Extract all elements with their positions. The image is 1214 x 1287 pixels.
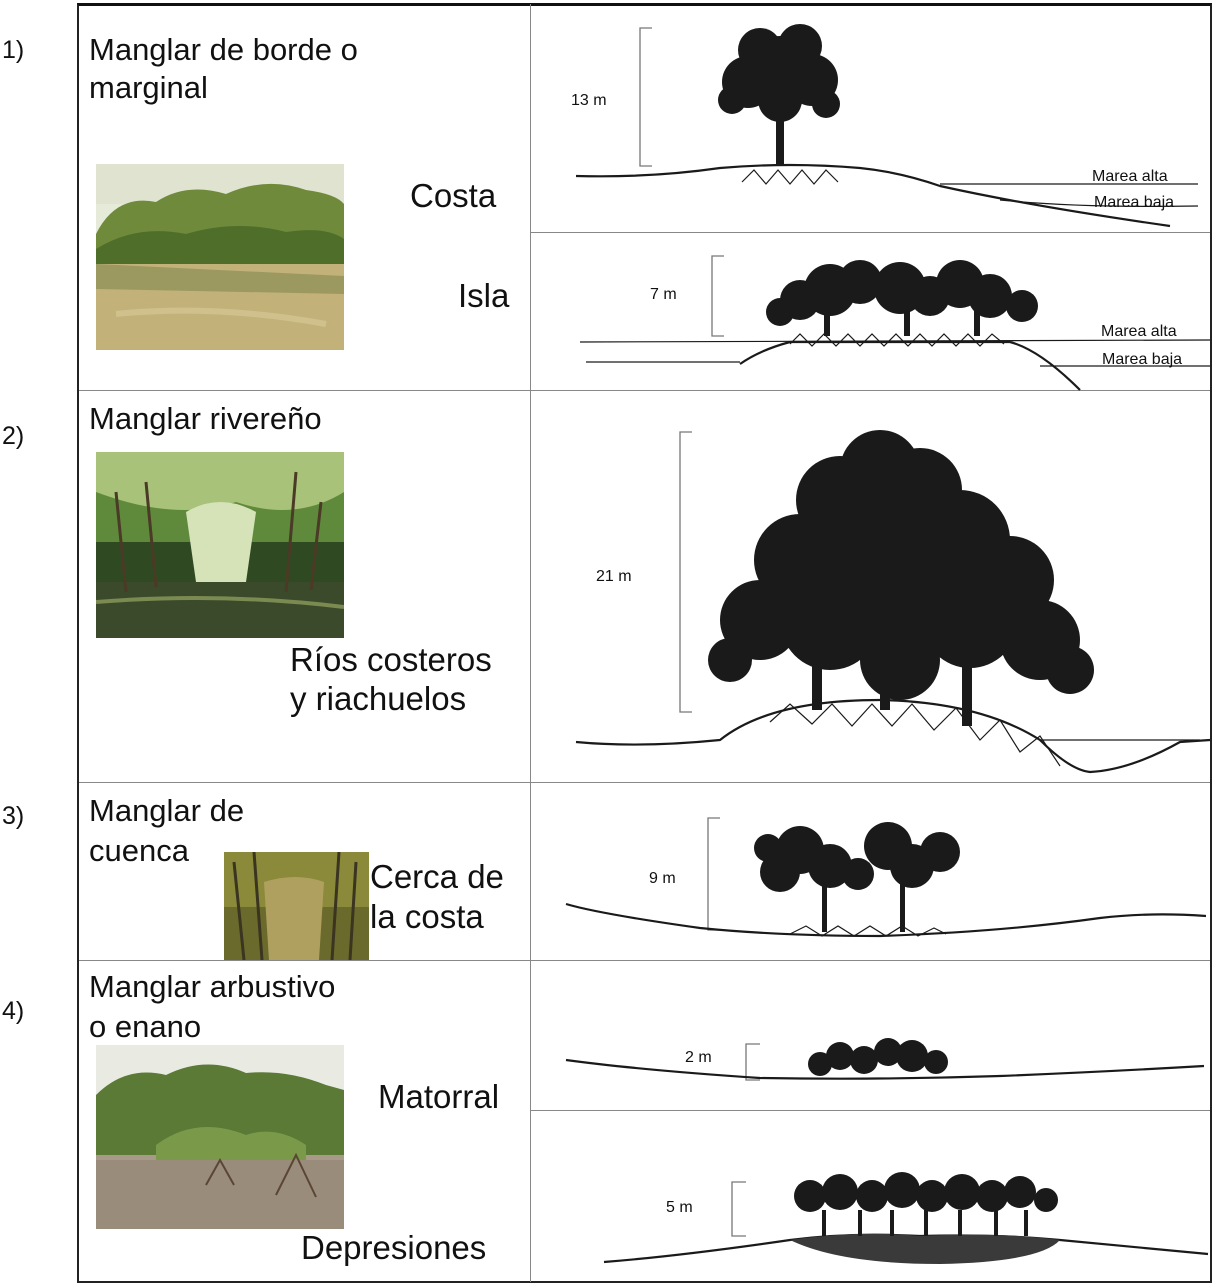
matorral-height-label: 2 m: [685, 1049, 712, 1066]
row-number-3: 3): [2, 802, 25, 830]
sub-divider-costa-isla: [531, 232, 1210, 233]
costa-height-label: 13 m: [571, 92, 607, 109]
row-4-title-line2: o enano: [89, 1009, 202, 1044]
row-2-label-line2: y riachuelos: [290, 680, 467, 717]
depresiones-height-label: 5 m: [666, 1199, 693, 1216]
row-1-title-line2: marginal: [89, 70, 208, 105]
basin-mangrove-photo: [224, 852, 369, 960]
costa-label: Costa: [410, 177, 497, 214]
column-divider: [530, 4, 531, 1282]
fringe-mangrove-photo: [96, 164, 344, 350]
row-3-title-line1: Manglar de: [89, 793, 245, 828]
mangrove-types-table: [77, 3, 1212, 1283]
matorral-label: Matorral: [378, 1078, 500, 1115]
isla-high-tide-label: Marea alta: [1101, 323, 1177, 340]
sub-divider-matorral-depresiones: [531, 1110, 1210, 1111]
row-1-title-line1: Manglar de borde o: [89, 32, 358, 67]
depresiones-label: Depresiones: [301, 1229, 487, 1266]
basin-height-label: 9 m: [649, 870, 676, 887]
riverine-mangrove-photo: [96, 452, 344, 638]
riverine-height-label: 21 m: [596, 568, 632, 585]
row-3-title-line2: cuenca: [89, 833, 189, 868]
row-number-2: 2): [2, 422, 25, 450]
row-number-1: 1): [2, 36, 25, 64]
row-number-4: 4): [2, 997, 25, 1025]
scrub-mangrove-photo: [96, 1045, 344, 1229]
costa-low-tide-label: Marea baja: [1094, 194, 1175, 211]
row-divider-1: [79, 390, 1210, 391]
row-2-label-line1: Ríos costeros: [290, 641, 492, 678]
costa-high-tide-label: Marea alta: [1092, 168, 1168, 185]
row-divider-2: [79, 782, 1210, 783]
row-4-title-line1: Manglar arbustivo: [89, 969, 336, 1004]
row-2-title: Manglar rivereño: [89, 401, 322, 436]
row-3-label-line1: Cerca de: [370, 858, 504, 895]
isla-label: Isla: [458, 277, 510, 314]
row-3-label-line2: la costa: [370, 898, 484, 935]
isla-low-tide-label: Marea baja: [1102, 351, 1183, 368]
isla-height-label: 7 m: [650, 286, 677, 303]
row-divider-3: [79, 960, 1210, 961]
